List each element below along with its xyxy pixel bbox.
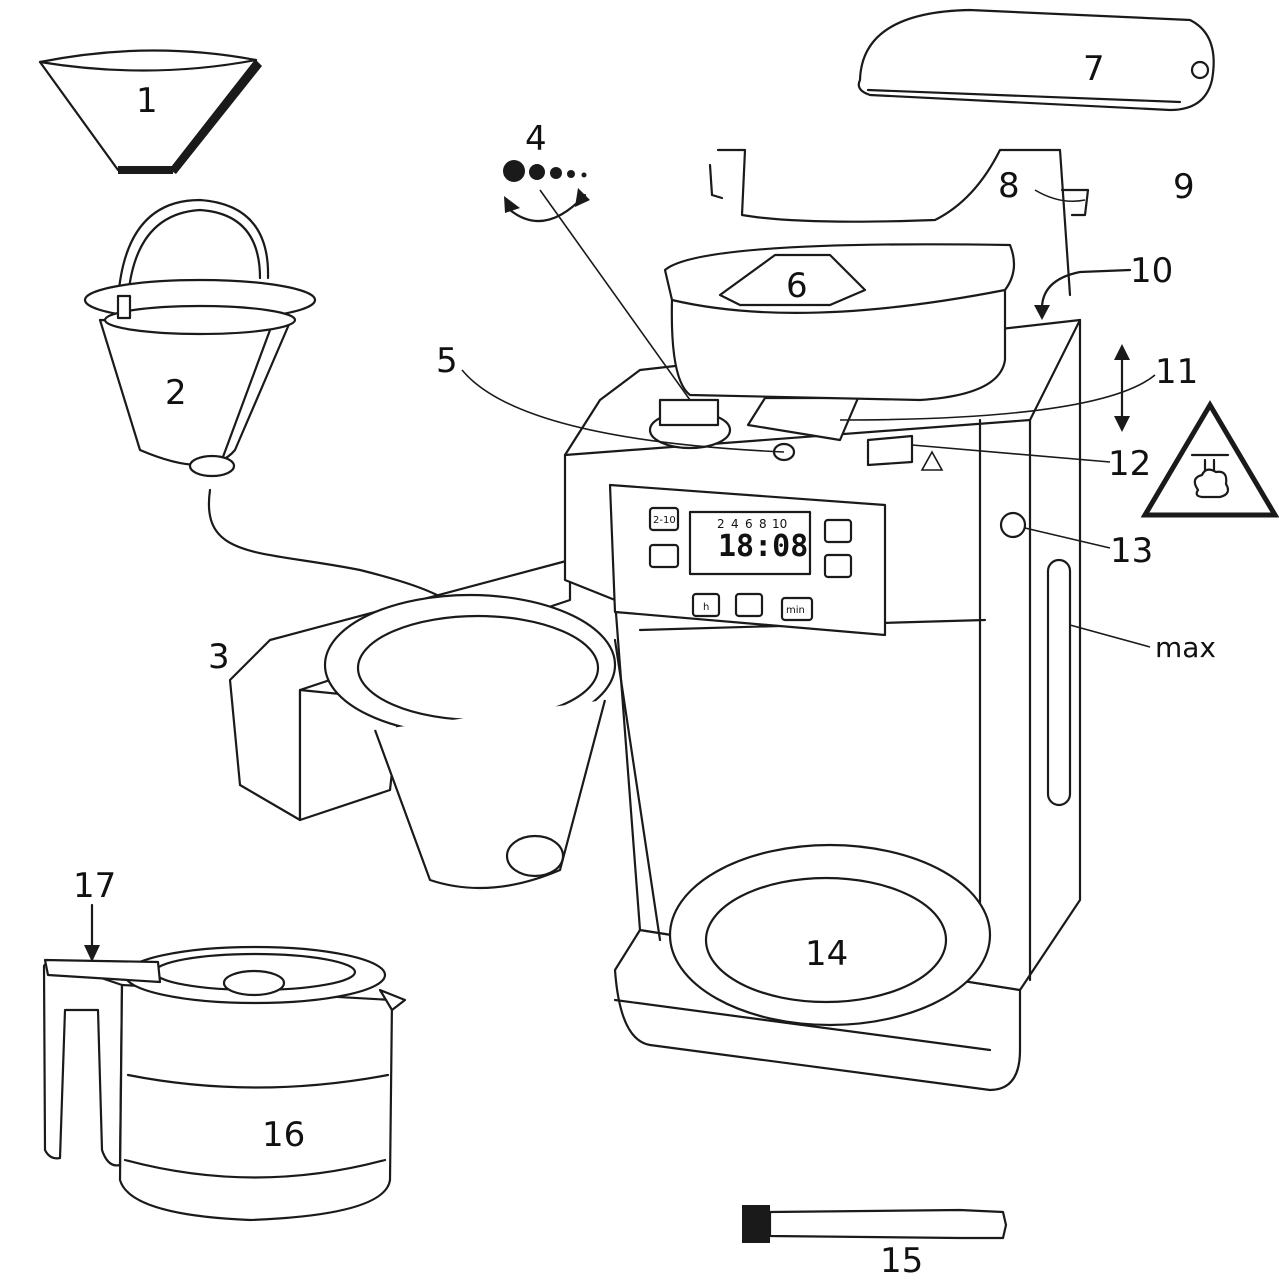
hour-button-label: h — [703, 602, 709, 613]
label-15: 15 — [880, 1241, 923, 1276]
label-12: 12 — [1108, 444, 1151, 484]
lcd-cups-2: 2 — [717, 517, 725, 531]
minute-button-label: min — [786, 605, 805, 616]
label-8: 8 — [998, 166, 1020, 206]
lcd-cups-4: 4 — [731, 517, 739, 531]
label-17: 17 — [73, 866, 116, 906]
cups-button-label: 2-10 — [653, 515, 676, 526]
glass-carafe — [42, 945, 407, 1222]
leader-lines — [461, 189, 1156, 648]
coffee-maker-body — [563, 318, 1082, 1092]
lcd-cups-8: 8 — [759, 517, 767, 531]
label-max: max — [1155, 631, 1216, 664]
label-7: 7 — [1083, 49, 1105, 89]
grind-level-dots — [503, 160, 590, 223]
swing-filter-basket — [228, 558, 617, 890]
lcd-cups-10: 10 — [772, 517, 787, 531]
label-4: 4 — [525, 119, 547, 159]
lcd-cups-6: 6 — [745, 517, 753, 531]
cleaning-brush — [742, 1205, 1008, 1243]
label-9: 9 — [1173, 167, 1195, 207]
bean-container-lid — [857, 8, 1215, 112]
label-14: 14 — [805, 934, 848, 974]
paper-filter — [38, 49, 262, 174]
label-10: 10 — [1130, 251, 1173, 291]
label-16: 16 — [262, 1115, 305, 1155]
label-1: 1 — [136, 81, 158, 121]
bean-container — [663, 243, 1016, 402]
filter-holder — [83, 198, 317, 478]
label-13: 13 — [1110, 531, 1153, 571]
label-2: 2 — [165, 373, 187, 413]
label-3: 3 — [208, 637, 230, 677]
label-6: 6 — [786, 266, 808, 306]
label-5: 5 — [436, 341, 458, 381]
lcd-time: 18:08 — [718, 529, 808, 564]
lid-holder-frame — [708, 148, 1090, 297]
label-11: 11 — [1155, 352, 1198, 392]
hot-steam-warning-icon — [1140, 400, 1279, 518]
